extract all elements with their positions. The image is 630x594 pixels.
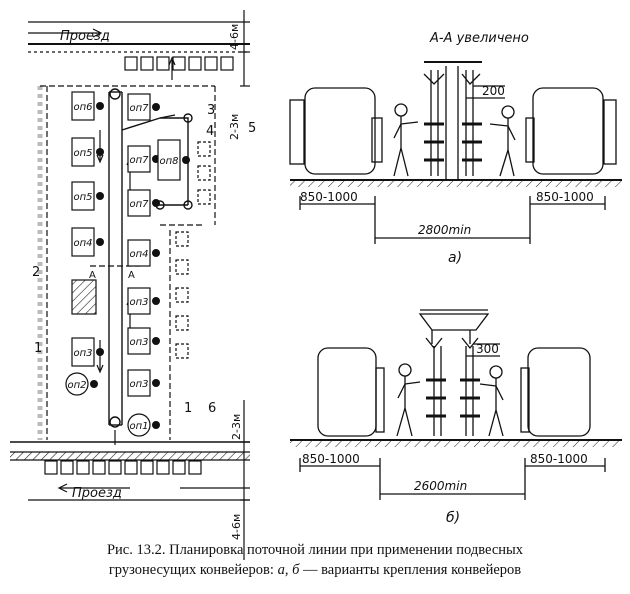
workstation-left-6-operator [90, 380, 98, 388]
marker-4: 4 [206, 124, 214, 139]
workstation-right-1-operator [152, 103, 160, 111]
workstation-right-1: оп7 [127, 93, 160, 121]
workstation-right-5-operator [152, 249, 160, 257]
bottom-equipment-row [44, 460, 202, 475]
caption-variant-a: а, [277, 562, 289, 578]
workstation-right-5-label: оп4 [129, 249, 148, 260]
marker-6: 6 [208, 401, 216, 416]
caption-line-2: грузонесущих конвейеров: а, б — варианты… [0, 560, 630, 580]
figure-caption: Рис. 13.2. Планировка поточной линии при… [0, 540, 630, 580]
top-equipment-row [124, 56, 234, 71]
section-b-labels: 300 850-1000 850-1000 2600min б) [302, 342, 588, 526]
workstation-right-6-label: оп3 [129, 297, 148, 308]
caption-line-2-start: грузонесущих конвейеров: [108, 562, 274, 578]
plan-labels: Проезд Проезд 4-6м 2-3м 2-3м 4-6м 1 1 2 … [32, 24, 256, 540]
road-label-bottom: Проезд [72, 486, 122, 501]
section-a-total-dim: 2800min [418, 223, 471, 237]
worker-left [393, 103, 419, 177]
workstation-right-3-operator [182, 156, 190, 164]
floor-plan [10, 10, 250, 560]
marker-1a: 1 [34, 341, 42, 356]
workstation-left-2: оп5 [71, 137, 104, 167]
workstation-left-3: оп5 [71, 181, 104, 211]
workstation-right-8-label: оп3 [129, 379, 148, 390]
workstation-right-2: оп7 [127, 145, 160, 173]
worker-right-b [479, 365, 504, 437]
workstation-left-1-operator [96, 102, 104, 110]
workstation-left-5: оп3 [71, 337, 104, 367]
workstation-right-9-label: оп1 [129, 421, 148, 432]
section-mark-right: А [128, 270, 135, 281]
worker-right [489, 105, 516, 177]
workstations: оп6 оп5 оп5 оп4 оп3 оп2 оп7 оп7 оп8 оп7 оп4 оп3 оп3 о… [65, 91, 190, 437]
workstation-left-4-label: оп4 [73, 238, 92, 249]
workstation-right-4-operator [152, 199, 160, 207]
workstation-right-9: оп1 [127, 413, 160, 437]
workstation-left-3-operator [96, 192, 104, 200]
section-a [289, 61, 622, 244]
section-b-label: б) [446, 510, 460, 526]
workstation-left-5-label: оп3 [73, 348, 92, 359]
marker-2: 2 [32, 265, 40, 280]
workstation-right-3: оп8 [157, 139, 190, 181]
caption-variant-b: б [292, 562, 300, 578]
workstation-right-9-operator [152, 421, 160, 429]
workstation-left-4: оп4 [71, 227, 104, 257]
section-mark-left: А [89, 270, 96, 281]
section-a-left-dim: 850-1000 [300, 190, 358, 204]
workstation-left-4-operator [96, 238, 104, 246]
section-b-left-dim: 850-1000 [302, 452, 360, 466]
workstation-left-5-operator [96, 348, 104, 356]
workstation-right-8: оп3 [127, 369, 160, 397]
workstation-right-1-label: оп7 [129, 103, 149, 114]
caption-line-1: Рис. 13.2. Планировка поточной линии при… [106, 542, 524, 558]
section-b-gap: 300 [476, 342, 499, 356]
dim-mid-label: 2-3м [228, 114, 241, 140]
section-b-total-dim: 2600min [414, 479, 467, 493]
hatched-workstation [71, 279, 97, 315]
workstation-left-3-label: оп5 [73, 192, 92, 203]
marker-1b: 1 [184, 401, 192, 416]
workstation-left-2-label: оп5 [73, 148, 92, 159]
workstation-left-1-label: оп6 [73, 102, 92, 113]
workstation-left-6-label: оп2 [67, 380, 86, 391]
section-b [290, 309, 622, 500]
workstation-left-2-operator [96, 148, 104, 156]
workstation-right-7-operator [152, 337, 160, 345]
workstation-right-3-label: оп8 [159, 156, 178, 167]
workstation-right-6: оп3 [127, 287, 160, 315]
worker-left-b [396, 363, 421, 437]
workstation-left-6: оп2 [65, 372, 98, 396]
section-a-label: а) [448, 250, 462, 266]
workstation-right-2-label: оп7 [129, 155, 149, 166]
workstation-right-7: оп3 [127, 327, 160, 355]
workstation-right-4: оп7 [127, 189, 160, 217]
workstation-right-6-operator [152, 297, 160, 305]
workstation-right-5: оп4 [127, 239, 160, 267]
road-label-top: Проезд [60, 29, 110, 44]
dim-gap-label: 2-3м [230, 414, 243, 440]
marker-5: 5 [248, 121, 256, 136]
section-a-title: А-А увеличено [429, 31, 529, 46]
workstation-left-1: оп6 [71, 91, 104, 121]
section-a-labels: А-А увеличено 200 850-1000 850-1000 2800… [300, 31, 594, 266]
workstation-right-7-label: оп3 [129, 337, 148, 348]
section-b-right-dim: 850-1000 [530, 452, 588, 466]
dim-top-label: 4-6м [228, 24, 241, 50]
workstation-right-8-operator [152, 379, 160, 387]
caption-line-2-end: — варианты крепления конвейеров [302, 562, 522, 578]
section-a-right-dim: 850-1000 [536, 190, 594, 204]
dim-bottom-label: 4-6м [230, 514, 243, 540]
workstation-right-4-label: оп7 [129, 199, 149, 210]
section-a-gap: 200 [482, 84, 505, 98]
marker-3: 3 [207, 103, 215, 118]
